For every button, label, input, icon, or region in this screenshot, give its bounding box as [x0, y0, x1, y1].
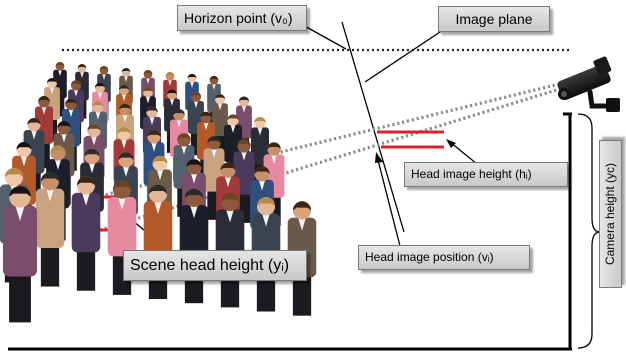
pointer-head-image-height [449, 141, 478, 165]
person [107, 180, 137, 295]
person [71, 176, 101, 291]
head-image-position-label: Head image position (vᵢ) [358, 245, 530, 270]
camera-height-label: Camera height (yᴄ) [599, 140, 622, 288]
camera-height-brace [577, 113, 601, 349]
image-plane-line [341, 21, 405, 233]
crowd-photo [0, 61, 317, 323]
image-plane-label: Image plane [438, 6, 550, 32]
pointer-head-image-position [377, 159, 401, 247]
scene-head-height-label: Scene head height (yᵢ) [123, 250, 307, 281]
pointer-image-plane [364, 27, 447, 83]
person [35, 172, 65, 287]
head-image-height-label: Head image height (hᵢ) [404, 162, 568, 187]
ray-top [95, 78, 577, 199]
security-camera-icon [557, 56, 620, 112]
person [2, 186, 38, 323]
horizon-point-label: Horizon point (v₀) [177, 5, 307, 31]
person [143, 184, 173, 300]
person [179, 188, 209, 304]
